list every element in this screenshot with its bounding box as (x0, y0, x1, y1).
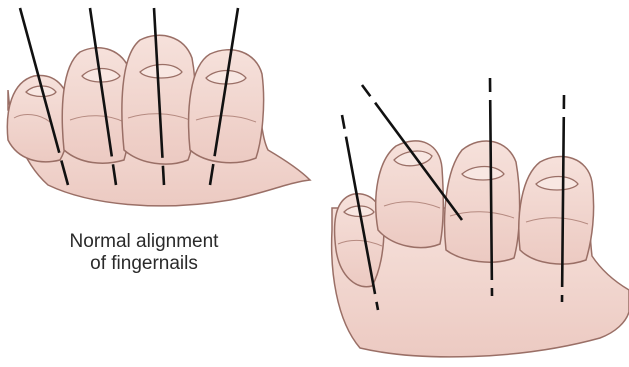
normal-finger-1 (7, 75, 70, 161)
caption-line-1: Normal alignment (44, 231, 244, 253)
normal-hand (7, 8, 310, 206)
misaligned-hand (332, 78, 629, 357)
misaligned-finger-4 (519, 156, 594, 264)
caption-line-2: of fingernails (44, 253, 244, 275)
normal-alignment-caption: Normal alignment of fingernails (44, 231, 244, 275)
misaligned-finger-3 (445, 141, 520, 262)
misaligned-finger-2 (376, 141, 444, 248)
normal-finger-4 (189, 50, 264, 163)
